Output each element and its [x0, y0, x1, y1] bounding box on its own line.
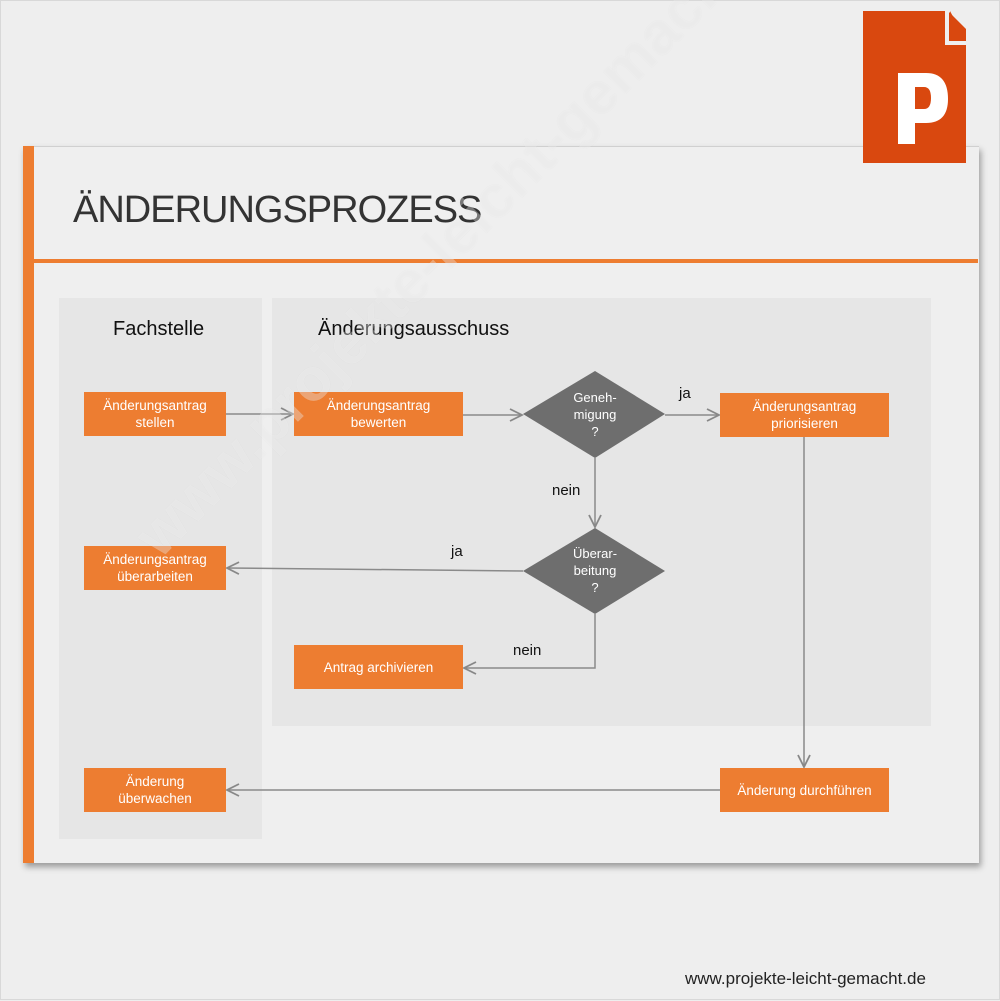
lane-label-ausschuss: Änderungsausschuss: [318, 318, 510, 340]
box-aenderung-ueberwachen[interactable]: Änderung überwachen: [84, 768, 226, 812]
decision-ueberarbeitung: [523, 528, 665, 614]
footer-url[interactable]: www.projekte-leicht-gemacht.de: [685, 969, 926, 988]
powerpoint-icon: [863, 11, 966, 163]
slide-accent-bar: [23, 146, 34, 863]
label-ja-ueberarbeitung: ja: [451, 543, 463, 560]
decision-line: Überar-: [572, 546, 618, 561]
box-antrag-bewerten[interactable]: Änderungsantrag bewerten: [294, 392, 463, 436]
decision-line: ?: [591, 580, 599, 595]
label-ja-genehmigung: ja: [679, 385, 691, 402]
decision-line: migung: [573, 407, 617, 422]
decision-genehmigung: [523, 371, 665, 458]
box-antrag-ueberarbeiten[interactable]: Änderungsantrag überarbeiten: [84, 546, 226, 590]
box-antrag-stellen[interactable]: Änderungsantrag stellen: [84, 392, 226, 436]
decision-line: Geneh-: [573, 390, 617, 405]
decision-genehmigung-text: Geneh- migung ?: [545, 389, 645, 440]
label-nein-genehmigung: nein: [552, 482, 581, 499]
lane-label-fachstelle: Fachstelle: [113, 318, 205, 340]
box-antrag-priorisieren[interactable]: Änderungsantrag priorisieren: [720, 393, 889, 437]
decision-ueberarbeitung-text: Überar- beitung ?: [545, 545, 645, 596]
arrow-nein-archivieren: [464, 614, 596, 668]
slide-title: ÄNDERUNGSPROZESS: [73, 189, 482, 231]
box-aenderung-durchfuehren[interactable]: Änderung durchführen: [720, 768, 889, 812]
label-nein-ueberarbeitung: nein: [513, 642, 542, 659]
decision-line: ?: [591, 424, 599, 439]
decision-line: beitung: [573, 563, 617, 578]
arrow-ja-ueberarbeiten: [227, 568, 524, 571]
box-antrag-archivieren[interactable]: Antrag archivieren: [294, 645, 463, 689]
title-underline: [34, 259, 978, 263]
